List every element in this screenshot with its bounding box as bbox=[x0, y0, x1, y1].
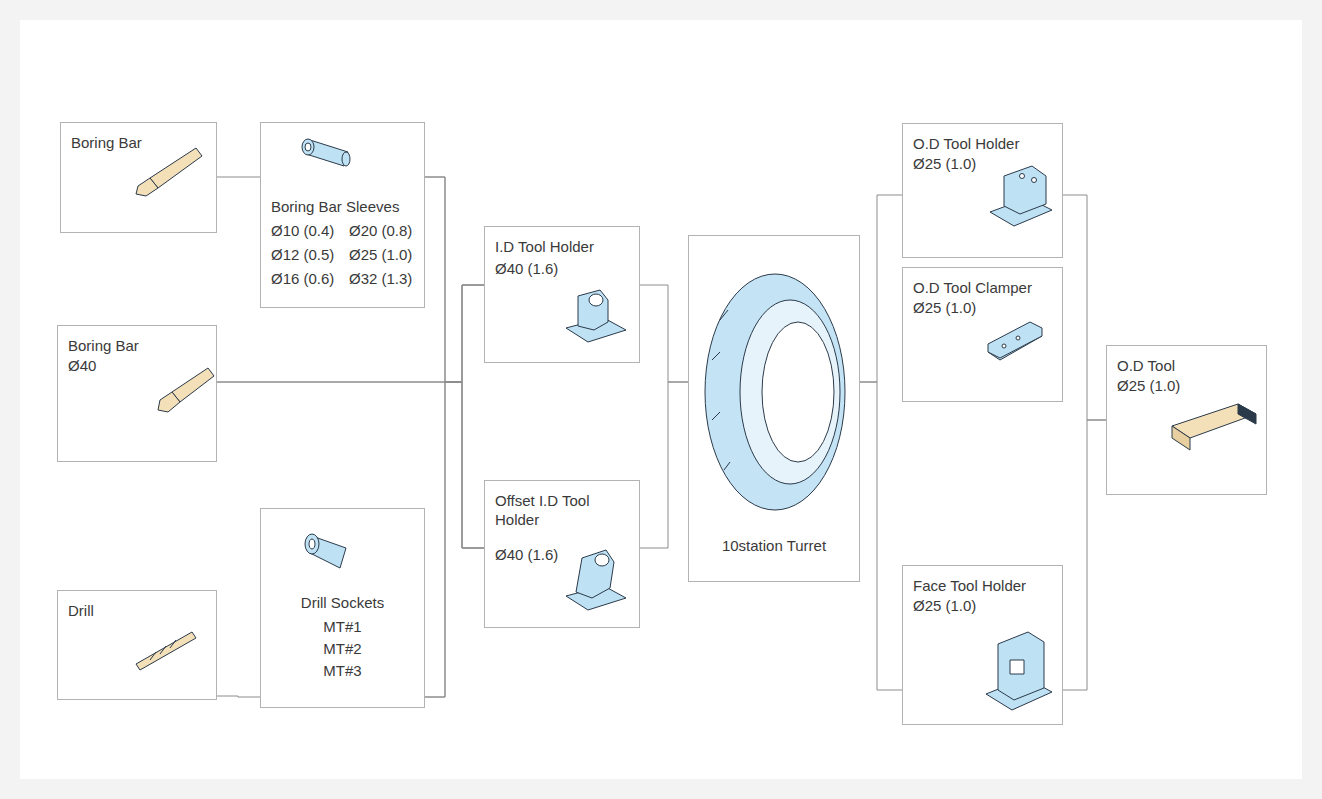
box-title: I.D Tool Holder bbox=[495, 237, 594, 256]
socket-icon bbox=[305, 534, 346, 568]
box-spec: MT#3 bbox=[261, 661, 424, 680]
turret-box: 10station Turret bbox=[688, 235, 860, 582]
clamper-icon bbox=[988, 322, 1042, 360]
od-holder-icon bbox=[990, 166, 1052, 226]
sleeve-icon bbox=[302, 139, 350, 166]
box-title: Offset I.D Tool Holder bbox=[495, 491, 615, 529]
box-title: Boring Bar Sleeves bbox=[271, 197, 399, 216]
connector-line bbox=[640, 285, 688, 382]
box-spec: Ø40 (1.6) bbox=[495, 545, 558, 564]
box-spec: Ø25 (1.0) bbox=[349, 245, 412, 264]
box-title: Drill Sockets bbox=[261, 593, 424, 612]
box-title: Face Tool Holder bbox=[913, 576, 1026, 595]
holder-box: Face Tool HolderØ25 (1.0) bbox=[902, 565, 1063, 725]
holder-box: I.D Tool HolderØ40 (1.6) bbox=[484, 226, 640, 363]
box-spec: Ø25 (1.0) bbox=[913, 298, 976, 317]
connector-line bbox=[425, 177, 484, 382]
connector-line bbox=[425, 382, 484, 697]
box-title: Boring Bar bbox=[71, 133, 142, 152]
tool-box: Boring Bar bbox=[60, 122, 217, 233]
connector-line bbox=[640, 382, 688, 548]
connector-line bbox=[425, 177, 484, 548]
turret-icon bbox=[705, 274, 845, 510]
box-title: O.D Tool Holder bbox=[913, 134, 1019, 153]
connector-line bbox=[217, 285, 484, 382]
box-spec: Ø25 (1.0) bbox=[1117, 376, 1180, 395]
connector-line bbox=[1063, 420, 1106, 690]
box-spec: Ø16 (0.6) bbox=[271, 269, 334, 288]
socket-box: Drill SocketsMT#1MT#2MT#3 bbox=[260, 508, 425, 708]
connector-line bbox=[860, 382, 902, 690]
box-title: Drill bbox=[68, 601, 94, 620]
box-spec: MT#1 bbox=[261, 617, 424, 636]
box-title: O.D Tool Clamper bbox=[913, 278, 1032, 297]
box-spec: Ø40 (1.6) bbox=[495, 259, 558, 278]
connector-line bbox=[217, 382, 484, 548]
panel bbox=[20, 20, 1302, 779]
od-tool-icon bbox=[1172, 404, 1256, 450]
connector-line bbox=[217, 696, 260, 697]
tool-box: Drill bbox=[57, 590, 217, 700]
tool-box: O.D ToolØ25 (1.0) bbox=[1106, 345, 1267, 495]
box-spec: Ø25 (1.0) bbox=[913, 596, 976, 615]
box-spec: Ø40 bbox=[68, 356, 96, 375]
connector-line bbox=[425, 285, 484, 697]
holder-box: O.D Tool HolderØ25 (1.0) bbox=[902, 123, 1063, 258]
sleeve-box: Boring Bar SleevesØ10 (0.4) Ø20 (0.8) Ø12 … bbox=[260, 122, 425, 308]
box-spec: Ø32 (1.3) bbox=[349, 269, 412, 288]
clamper-box: O.D Tool ClamperØ25 (1.0) bbox=[902, 267, 1063, 402]
connector-line bbox=[1063, 195, 1106, 420]
connector-line bbox=[860, 195, 902, 382]
boring-bar-icon bbox=[158, 368, 214, 412]
box-spec: Ø25 (1.0) bbox=[913, 154, 976, 173]
tool-box: Boring BarØ40 bbox=[57, 325, 217, 462]
box-title: Boring Bar bbox=[68, 336, 139, 355]
offset-holder-icon bbox=[566, 550, 626, 610]
box-spec: Ø20 (0.8) bbox=[349, 221, 412, 240]
box-spec: Ø10 (0.4) bbox=[271, 221, 334, 240]
holder-box: Offset I.D Tool HolderØ40 (1.6) bbox=[484, 480, 640, 628]
drill-icon bbox=[136, 632, 196, 670]
box-title: O.D Tool bbox=[1117, 356, 1175, 375]
face-holder-icon bbox=[986, 632, 1052, 710]
boring-bar-icon bbox=[136, 148, 202, 196]
id-holder-icon bbox=[566, 290, 626, 342]
box-spec: MT#2 bbox=[261, 639, 424, 658]
box-spec: Ø12 (0.5) bbox=[271, 245, 334, 264]
connector-line bbox=[217, 177, 260, 178]
box-title: 10station Turret bbox=[689, 536, 859, 555]
